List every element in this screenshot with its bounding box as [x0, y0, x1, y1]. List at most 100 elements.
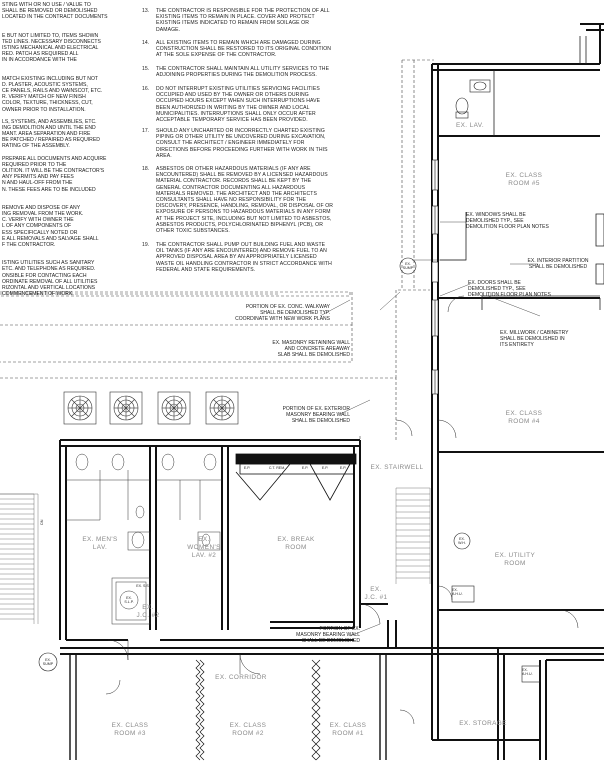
lav-fixtures	[455, 79, 491, 119]
room-utility-line2: ROOM	[504, 560, 526, 567]
tag-wh: EX. W.H.	[454, 537, 470, 545]
general-note-text: THE CONTRACTOR IS RESPONSIBLE FOR THE PR…	[156, 8, 330, 33]
left-note-line: LS, SYSTEMS, AND ASSEMBLIES, ETC.	[2, 118, 97, 125]
left-note-line: COLOR, TEXTURE, THICKNESS, CUT,	[2, 100, 93, 107]
room-mens-lav: EX. MEN'S LAV.	[70, 536, 130, 552]
callout-exterior-wall-line1: PORTION OF EX. EXTERIOR	[282, 406, 350, 412]
callout-millwork-line1: EX. MILLWORK / CABINETRY	[500, 330, 569, 336]
left-note-line: MATCH EXISTING INCLUDING BUT NOT	[2, 75, 99, 82]
tag-slp-line2: S.L.P.	[124, 600, 134, 605]
tag-appliance-ep1: E.P.	[243, 466, 251, 470]
hvac-unit	[109, 391, 143, 425]
left-note-line: ISTING MECHANICAL AND ELECTRICAL	[2, 45, 99, 52]
callout-interior-partition: EX. INTERIOR PARTITION SHALL BE DEMOLISH…	[514, 258, 602, 270]
left-note-line: COMMENCEMENT OF WORK.	[2, 291, 74, 298]
tag-sump-top-line1: EX.	[405, 262, 411, 266]
tag-slp: EX. S.L.P.	[121, 596, 137, 604]
callout-windows-line2: DEMOLISHED TYP., SEE	[466, 218, 524, 224]
tag-sump-bottom-line2: SUMP	[42, 662, 54, 667]
hvac-fan-blade	[221, 407, 231, 417]
left-note-line: N. THESE FEES ARE TO BE INCLUDED	[2, 186, 96, 193]
building-walls-left	[59, 439, 604, 760]
callout-doors-line3: DEMOLITION FLOOR PLAN NOTES	[468, 292, 551, 298]
hvac-fan-blade	[165, 399, 175, 409]
leader-lines	[319, 221, 541, 637]
room-jc-2: EX. J.C. #2	[128, 604, 168, 620]
room-jc-2-line2: J.C. #2	[136, 612, 160, 619]
left-note-line: C. VERIFY WITH OWNER THE	[2, 217, 74, 224]
tag-ahu-1-line1: EX.	[452, 588, 458, 592]
callout-millwork-line3: ITS ENTIRETY	[500, 342, 534, 348]
site-dashed-lines	[0, 59, 434, 448]
tag-appliance-ep4: E.P.	[339, 466, 347, 470]
general-note: 16. DO NOT INTERRUPT EXISTING UTILITIES S…	[142, 86, 334, 124]
room-break-room-line2: ROOM	[285, 544, 307, 551]
room-womens-lav-line3: LAV. #2	[191, 552, 217, 559]
hvac-fan-blade	[221, 399, 231, 409]
general-note-number: 18.	[142, 166, 150, 172]
stairwell-steps	[395, 487, 431, 584]
callout-exterior-wall: PORTION OF EX. EXTERIOR MASONRY BEARING …	[260, 406, 350, 424]
hvac-fan-blade	[213, 399, 223, 409]
left-note-line: TED LINES. NECESSARY DISCONNECTS	[2, 38, 101, 45]
general-note-number: 16.	[142, 86, 150, 92]
hvac-fan-blade	[71, 399, 81, 409]
room-jc-2-line1: EX.	[142, 604, 154, 611]
left-note-line: ING DEMOLITION AND UNTIL THE END	[2, 125, 96, 131]
stairwell-edge	[395, 488, 431, 584]
callout-interior-partition-line2: SHALL BE DEMOLISHED	[528, 264, 588, 270]
room-class-2-line2: ROOM #2	[232, 730, 264, 737]
general-note-text: ASBESTOS OR OTHER HAZARDOUS MATERIALS (I…	[156, 166, 334, 235]
break-room-counter	[235, 453, 357, 501]
callout-retaining-wall-line2: AND CONCRETE AREAWAY	[284, 346, 350, 352]
tag-slp-line1: EX.	[126, 596, 132, 600]
room-mens-lav-line2: LAV.	[92, 544, 108, 551]
general-note: 14.ALL EXISTING ITEMS TO REMAIN WHICH AR…	[142, 40, 334, 59]
tag-ahu-1: EX. A.H.U.	[452, 588, 474, 596]
left-note-line: SHALL BE REMOVED OR DEMOLISHED	[2, 8, 98, 15]
room-womens-lav-line1: EX.	[198, 536, 210, 543]
general-note-number: 13.	[142, 8, 150, 14]
hvac-fan-blade	[173, 407, 183, 417]
left-note-line: ETC. AND TELEPHONE AS REQUIRED.	[2, 266, 96, 273]
tag-appliance-ep3: E.P.	[321, 466, 329, 470]
room-ex-lav: EX. LAV.	[455, 122, 485, 129]
callout-retaining-wall: EX. MASONRY RETAINING WALL AND CONCRETE …	[250, 340, 350, 358]
tag-dn: DN	[39, 519, 44, 525]
room-womens-lav-line2: WOMEN'S	[187, 544, 221, 551]
door-swings	[105, 295, 579, 725]
left-note-line: PREPARE ALL DOCUMENTS AND ACQUIRE	[2, 155, 107, 162]
left-note-line: N AND HAUL-OFF FROM THE	[2, 180, 73, 187]
left-note-line: STING WITH OR NO USE / VALUE TO	[2, 2, 91, 8]
callout-walkway-line2: SHALL BE DEMOLISHED TYP.	[260, 310, 330, 316]
hvac-unit	[205, 391, 239, 425]
general-note-number: 14.	[142, 40, 150, 46]
general-note-number: 19.	[142, 242, 150, 248]
left-note-line: E ALL REMOVALS AND SALVAGE SHALL	[2, 235, 99, 242]
room-storage: EX. STORAGE	[459, 720, 507, 727]
room-class-5-line1: EX. CLASS	[505, 172, 543, 179]
left-note-line: E BUT NOT LIMITED TO, ITEMS SHOWN	[2, 32, 99, 39]
left-note-line: L OF ANY COMPONENTS OF	[2, 223, 72, 230]
tag-sump-bottom-line1: EX.	[45, 658, 51, 662]
callout-bearing-wall-line3: SHALL BE DEMOLISHED	[301, 638, 360, 644]
windows-right	[431, 159, 439, 395]
callout-walkway-line3: COORDINATE WITH NEW WORK PLANS	[235, 316, 330, 322]
left-note-line: ESS SPECIFICALLY NOTED OR	[2, 229, 78, 236]
room-class-3-line1: EX. CLASS	[111, 722, 149, 729]
left-note-line: OWNER PRIOR TO INSTALLATION.	[2, 106, 86, 113]
callout-millwork-line2: SHALL BE DEMOLISHED IN	[500, 336, 565, 342]
building-walls-right	[431, 23, 604, 740]
room-class-5-line2: ROOM #5	[508, 180, 540, 187]
room-class-1-line2: ROOM #1	[332, 730, 364, 737]
left-note-line: MANT. AREA SEPARATION AND FIRE	[2, 131, 91, 138]
general-note-text: DO NOT INTERRUPT EXISTING UTILITIES SERV…	[156, 86, 321, 124]
callout-exterior-wall-line2: MASONRY BEARING WALL	[286, 412, 350, 418]
tag-appliance-ctrem: C.T. REM.	[268, 466, 286, 470]
general-note: 17.SHOULD ANY UNCHARTED OR INCORRECTLY C…	[142, 128, 334, 159]
left-note-line: ANY PERMITS AND PAY FEES	[2, 174, 74, 181]
tag-appliance-ep2: E.P.	[301, 466, 309, 470]
stair-edge	[0, 493, 39, 624]
left-note-line: OLITION. IT WILL BE THE CONTRACTOR'S	[2, 168, 105, 175]
